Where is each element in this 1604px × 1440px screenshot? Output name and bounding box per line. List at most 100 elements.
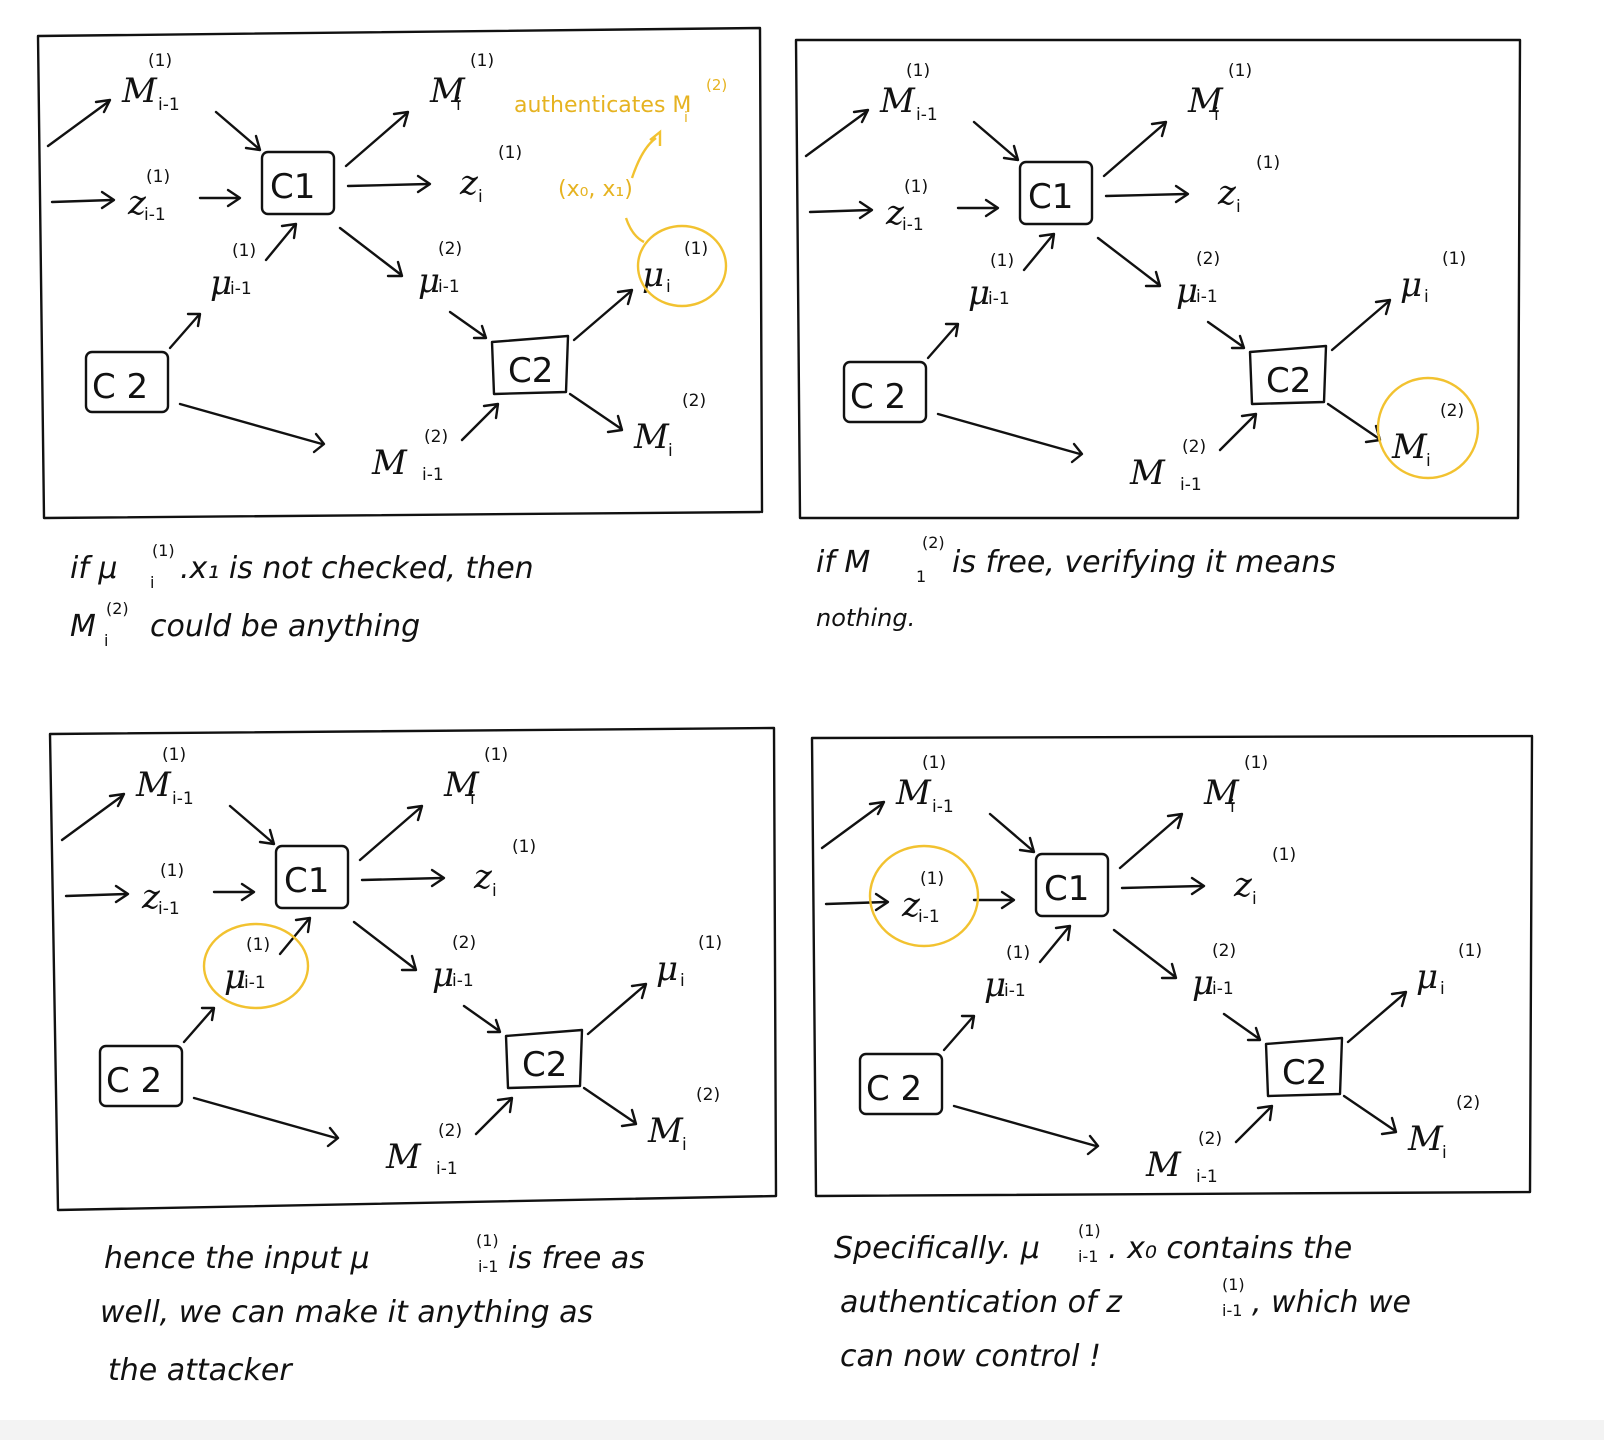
caption-3-sup: (1)	[476, 1231, 499, 1250]
label-M-prev-sup: (1)	[162, 745, 186, 765]
label-mu-prev-1: μ	[984, 965, 1006, 1005]
label-mu-prev-1-sub: i-1	[230, 279, 252, 299]
panel-3	[48, 726, 778, 1212]
panel-1-frame	[36, 26, 764, 520]
bottom-strip	[0, 1420, 1604, 1440]
label-mu-out-sup: (1)	[1442, 249, 1466, 269]
caption-1-line-2a: M	[70, 609, 96, 644]
label-M-prev-sup: (1)	[922, 753, 946, 773]
label-M2-prev: M	[1145, 1145, 1182, 1185]
label-z-prev-sup: (1)	[160, 861, 184, 881]
label-z-prev-sub: i-1	[158, 899, 180, 919]
label-M2-prev: M	[371, 443, 408, 483]
highlight-z-prev-panel-4	[868, 844, 980, 948]
label-M-prev-sup: (1)	[148, 51, 172, 71]
label-mu-prev-1-sup: (1)	[246, 935, 270, 955]
label-M2-prev-sup: (2)	[424, 427, 448, 447]
label-C2-left: C 2	[92, 367, 148, 407]
label-M2-out: M	[647, 1111, 684, 1151]
label-z-prev: z	[127, 183, 147, 223]
label-mu-prev-1: μ	[210, 263, 232, 303]
annotation-arrow-up	[630, 137, 657, 179]
panel-3-frame	[48, 726, 778, 1212]
label-mu-prev-1: μ	[968, 273, 990, 313]
annotation-authenticates: authenticates M	[514, 93, 691, 118]
label-mu-out-sub: i	[666, 277, 671, 297]
caption-4-line2-sup: (1)	[1222, 1275, 1245, 1294]
label-M-prev-sub: i-1	[932, 797, 954, 817]
label-M-out-sub: i	[470, 789, 475, 809]
caption-3-line-1b: is free as	[508, 1241, 645, 1276]
caption-1-sub: i	[150, 573, 154, 592]
label-z-prev: z	[901, 885, 921, 925]
annotation: authenticates M i (2) (x₀, x₁)	[514, 76, 727, 202]
label-C1: C1	[1044, 869, 1089, 909]
label-M-prev: M	[121, 71, 158, 111]
highlight-mu-i-panel-1	[636, 224, 728, 308]
label-mu-prev-1-sub: i-1	[244, 973, 266, 993]
panel-4-frame	[810, 734, 1534, 1198]
label-mu-prev-2-sup: (2)	[1196, 249, 1220, 269]
panel-4	[810, 734, 1534, 1198]
label-z-out-sup: (1)	[498, 143, 522, 163]
label-mu-prev-2-sup: (2)	[1212, 941, 1236, 961]
label-C2-right: C2	[1266, 361, 1311, 401]
label-M-out-sub: i	[1230, 797, 1235, 817]
label-M-prev: M	[895, 773, 932, 813]
label-mu-prev-2: μ	[432, 955, 454, 995]
label-z-out: z	[1217, 173, 1237, 213]
label-M2-out: M	[633, 417, 670, 457]
label-z-out-sub: i	[1252, 889, 1257, 909]
label-mu-out: μ	[642, 255, 664, 295]
label-mu-prev-2-sup: (2)	[452, 933, 476, 953]
label-M2-out-sub: i	[1442, 1143, 1447, 1163]
label-M2-out: M	[1407, 1119, 1444, 1159]
label-C2-left: C 2	[850, 377, 906, 417]
caption-3-sub: i-1	[478, 1257, 498, 1276]
label-mu-out: μ	[656, 949, 678, 989]
label-z-out-sup: (1)	[512, 837, 536, 857]
label-mu-prev-2: μ	[1176, 271, 1198, 311]
label-M-out: M	[1203, 773, 1240, 813]
caption-1-line-2b: could be anything	[150, 609, 420, 644]
label-z-prev-sub: i-1	[144, 205, 166, 225]
label-mu-out: μ	[1416, 957, 1438, 997]
label-z-prev-sup: (1)	[920, 869, 944, 889]
annotation-arrow-down	[624, 217, 645, 244]
label-z-prev-sup: (1)	[904, 177, 928, 197]
label-mu-prev-1-sub: i-1	[1004, 981, 1026, 1001]
label-mu-prev-1-sub: i-1	[988, 289, 1010, 309]
label-mu-prev-1-sup: (1)	[990, 251, 1014, 271]
caption-3-line-2: well, we can make it anything as	[100, 1295, 593, 1330]
annotation-arrowhead-up	[649, 129, 662, 146]
label-M-out-sup: (1)	[484, 745, 508, 765]
label-z-out-sup: (1)	[1256, 153, 1280, 173]
caption-4-line-2b: , which we	[1252, 1285, 1411, 1320]
label-M2-out: M	[1391, 427, 1428, 467]
annotation-authenticates-sup: (2)	[706, 76, 727, 94]
label-z-out-sub: i	[478, 187, 483, 207]
caption-4-line-1b: . x₀ contains the	[1108, 1231, 1352, 1266]
label-M-prev: M	[135, 765, 172, 805]
label-mu-prev-2-sub: i-1	[452, 971, 474, 991]
label-mu-prev-2-sub: i-1	[1212, 979, 1234, 999]
label-z-prev: z	[885, 193, 905, 233]
label-mu-prev-2: μ	[418, 261, 440, 301]
label-z-out: z	[473, 857, 493, 897]
label-C1: C1	[270, 167, 315, 207]
label-M2-out-sup: (2)	[1456, 1093, 1480, 1113]
panel-1	[36, 26, 764, 520]
label-mu-prev-1: μ	[224, 957, 246, 997]
label-M-prev-sub: i-1	[916, 105, 938, 125]
label-M-out: M	[429, 71, 466, 111]
label-M2-prev: M	[385, 1137, 422, 1177]
label-C2-right: C2	[508, 351, 553, 391]
label-M-out: M	[443, 765, 480, 805]
label-mu-out-sup: (1)	[1458, 941, 1482, 961]
annotation-authenticates-sub: i	[684, 110, 688, 126]
caption-1-line-1a: if μ	[70, 551, 118, 586]
label-mu-out-sup: (1)	[684, 239, 708, 259]
captions: if μ (1) i .x₁ is not checked, then M (2…	[70, 533, 1411, 1388]
label-M2-prev-sup: (2)	[438, 1121, 462, 1141]
